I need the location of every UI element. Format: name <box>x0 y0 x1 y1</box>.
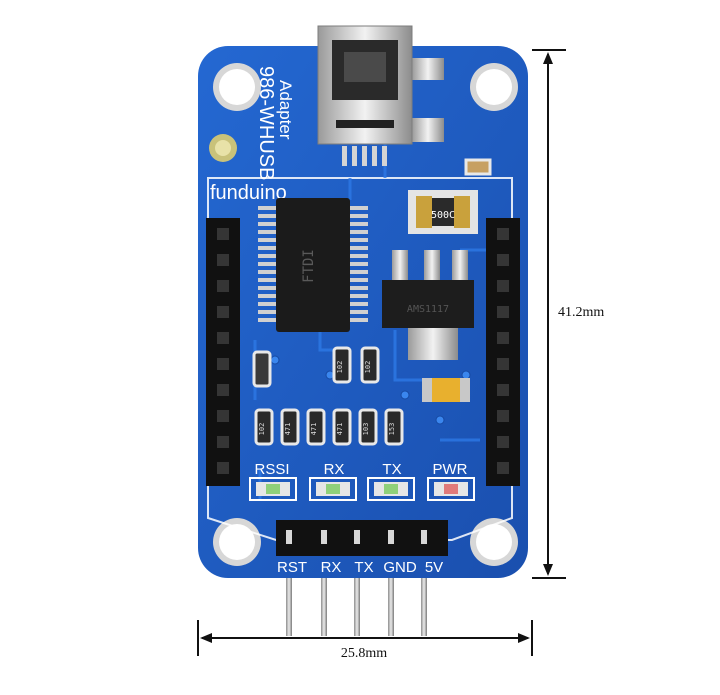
led-label-tx: TX <box>382 461 401 478</box>
led-label-pwr: PWR <box>433 461 468 478</box>
resistor-label-4: 471 <box>284 423 292 436</box>
pin-label-tx: TX <box>354 559 373 576</box>
width-dimension <box>197 620 533 656</box>
smd-resistor-row-upper: 102 102 <box>252 346 380 388</box>
ftdi-chip: FTDI <box>258 198 368 332</box>
crystal: 500C <box>408 190 478 234</box>
width-dimension-label: 25.8mm <box>341 646 387 661</box>
pin-label-gnd: GND <box>383 559 417 576</box>
led-label-rx: RX <box>324 461 345 478</box>
left-female-header <box>206 218 240 486</box>
smd-capacitor-top <box>464 158 492 176</box>
model-silkscreen: 986-WHUSB Adapter <box>255 66 295 180</box>
height-dimension <box>532 49 566 579</box>
resistor-label-2: 102 <box>364 361 372 374</box>
resistor-label-6: 471 <box>336 423 344 436</box>
resistor-label-5: 471 <box>310 423 318 436</box>
pin-label-rst: RST <box>277 559 307 576</box>
status-leds <box>249 477 475 501</box>
crystal-marking: 500C <box>431 210 455 221</box>
pin-label-rx: RX <box>321 559 342 576</box>
led-labels: RSSI RX TX PWR <box>254 461 467 478</box>
resistor-label-1: 102 <box>336 361 344 374</box>
pin-label-5v: 5V <box>425 559 443 576</box>
chip-marking: FTDI <box>301 249 317 283</box>
led-label-rssi: RSSI <box>254 461 289 478</box>
regulator-marking: AMS1117 <box>407 304 449 315</box>
voltage-regulator: AMS1117 <box>382 250 474 360</box>
smd-resistor-row-lower: 102 471 471 471 103 153 <box>254 408 404 446</box>
pin-labels: RST RX TX GND 5V <box>277 559 443 576</box>
resistor-label-3: 102 <box>258 423 266 436</box>
brand-label: funduino <box>210 182 287 204</box>
male-header-block <box>276 520 448 556</box>
resistor-label-7: 103 <box>362 423 370 436</box>
height-dimension-label: 41.2mm <box>558 305 604 320</box>
model-line-2: Adapter <box>276 80 295 140</box>
right-female-header <box>486 218 520 486</box>
resistor-label-8: 153 <box>388 423 396 436</box>
model-line-1: 986-WHUSB <box>255 66 277 180</box>
tantalum-capacitor <box>422 378 470 402</box>
mini-usb-connector <box>317 25 444 166</box>
header-pins <box>286 556 427 636</box>
